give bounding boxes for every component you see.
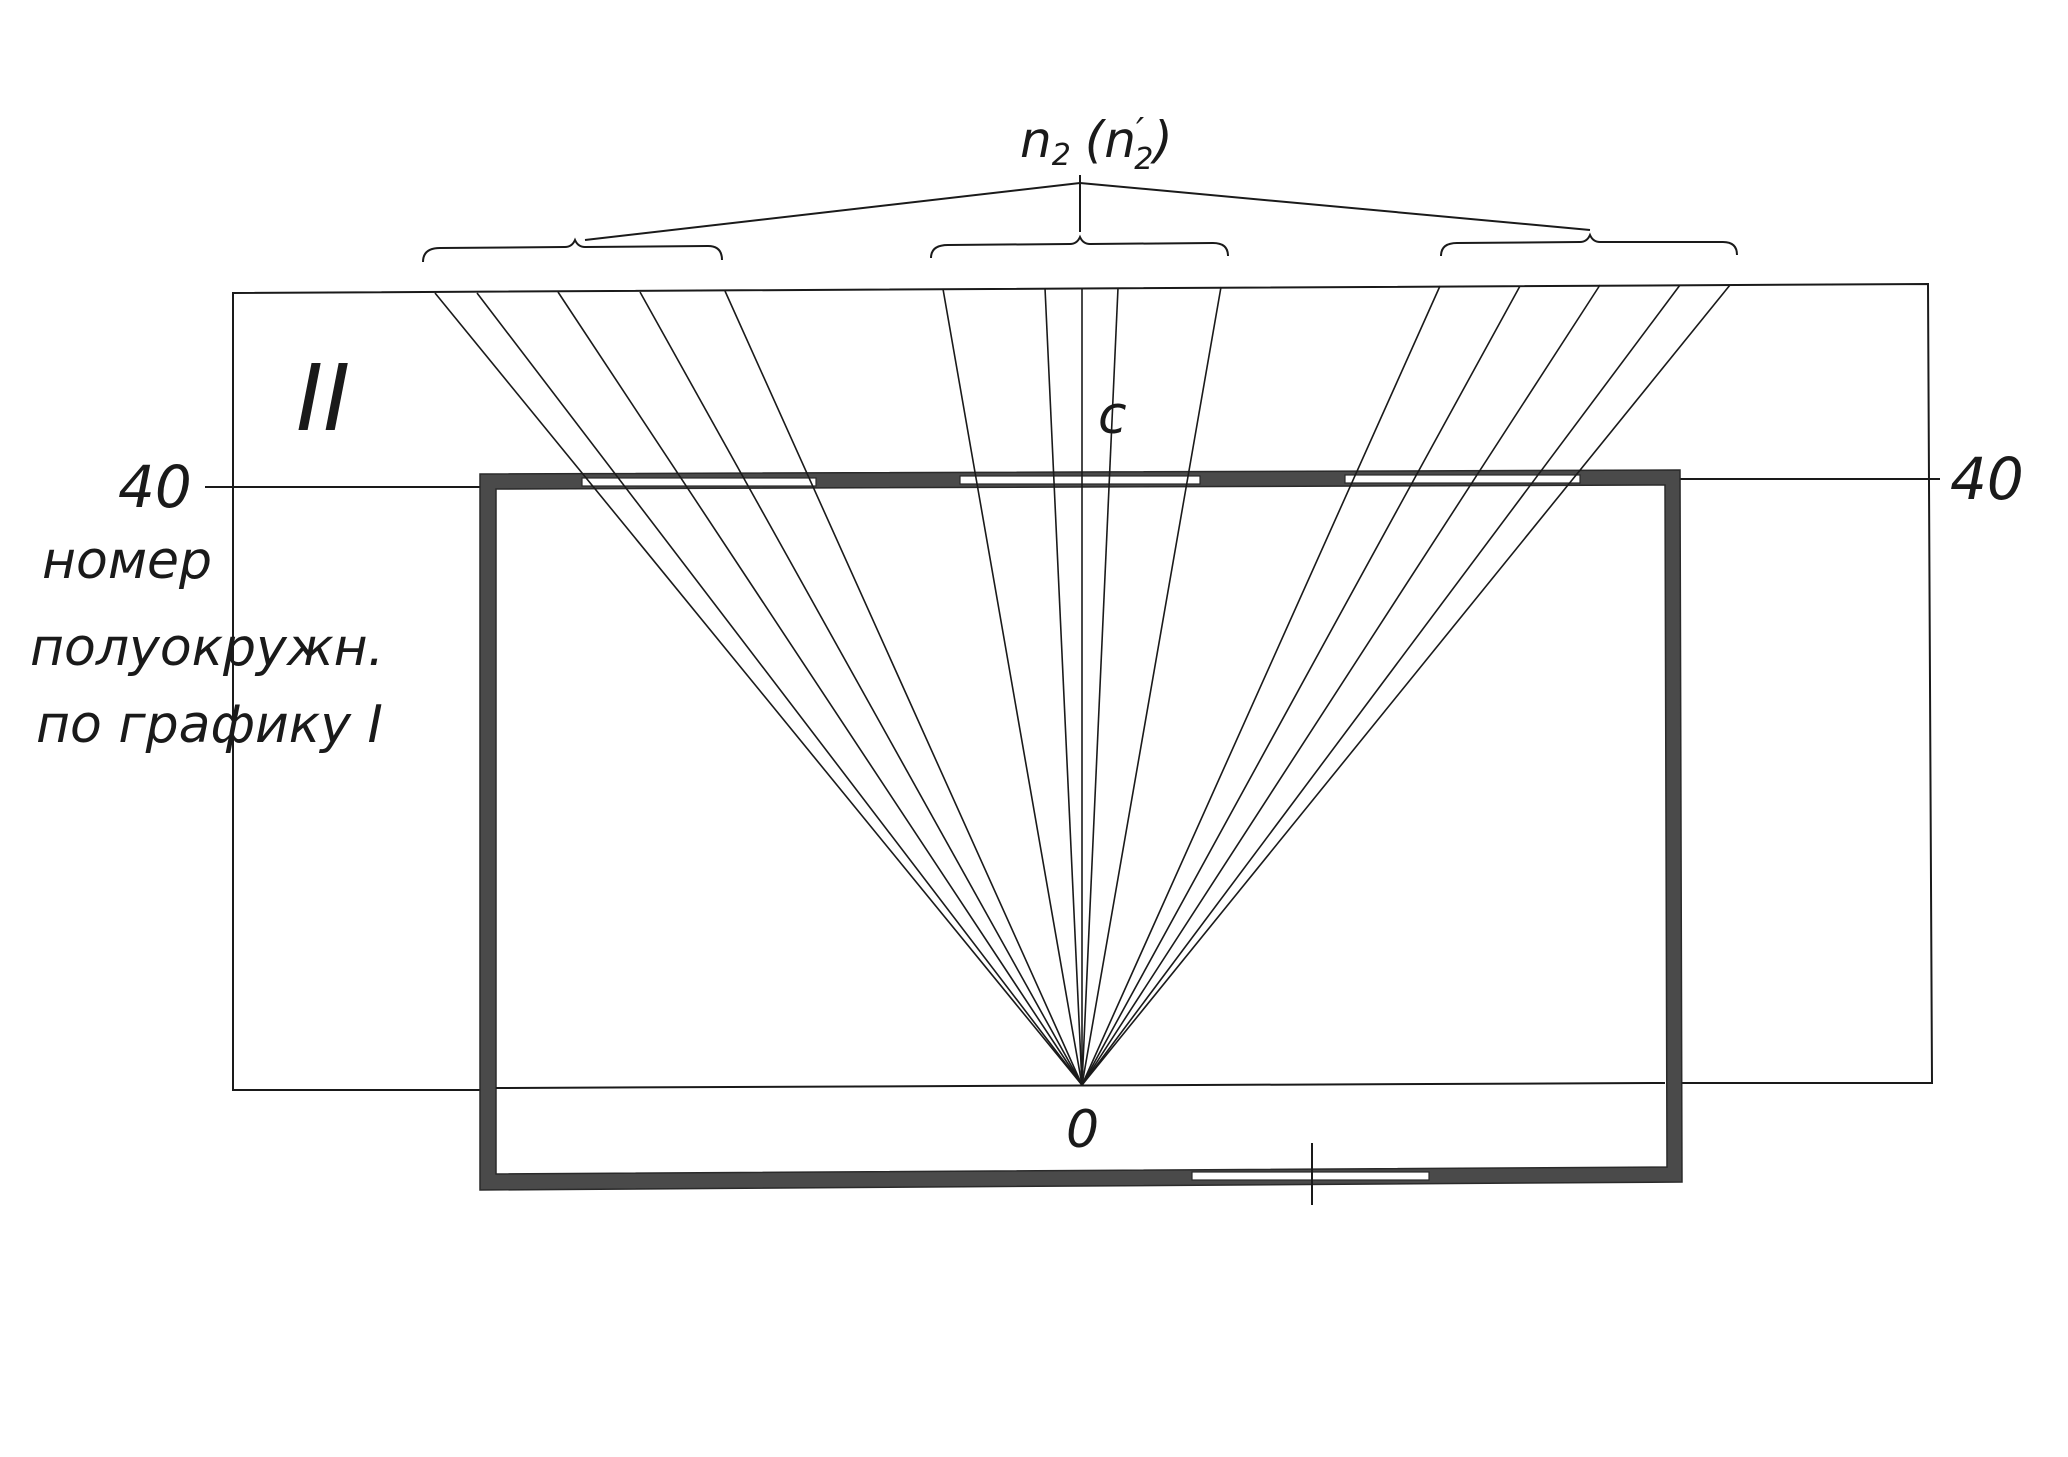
- ray: [1081, 284, 1731, 1086]
- left-level-label: 40: [118, 453, 192, 521]
- center-point-label: c: [1098, 386, 1127, 446]
- window-opening-left: [581, 477, 817, 487]
- ray: [1081, 284, 1681, 1086]
- ray-fan: [434, 284, 1731, 1086]
- right-level-label: 40: [1950, 445, 2024, 513]
- ray: [724, 290, 1083, 1086]
- graph-frame: [232, 282, 1934, 1091]
- origin-baseline: [495, 1082, 1666, 1089]
- ray: [476, 292, 1083, 1086]
- brace-left: [422, 237, 723, 263]
- ray: [1081, 285, 1441, 1086]
- note-line-2: полуокружн.: [30, 618, 384, 678]
- ray: [1081, 286, 1222, 1086]
- group-braces: [422, 232, 1738, 263]
- ray: [1081, 284, 1601, 1086]
- origin-point-label: 0: [1066, 1100, 1099, 1160]
- room-plan: [479, 469, 1683, 1205]
- leader-right: [1079, 182, 1591, 231]
- ray: [639, 291, 1083, 1086]
- note-line-3: по графику I: [36, 695, 383, 755]
- ray: [434, 292, 1083, 1086]
- label-leaders: [584, 175, 1591, 241]
- ray: [1044, 287, 1083, 1086]
- brace-center: [930, 234, 1229, 259]
- graph-number-label: II: [296, 345, 350, 452]
- room-walls: [479, 469, 1683, 1191]
- note-line-1: номер: [42, 531, 212, 591]
- ray: [942, 288, 1083, 1086]
- ray: [557, 291, 1083, 1086]
- leader-left: [584, 182, 1081, 241]
- ray: [1081, 285, 1521, 1086]
- ray: [1081, 287, 1119, 1086]
- brace-right: [1440, 232, 1738, 257]
- top-label: n2(n′2): [1020, 111, 1173, 177]
- window-opening-right: [1344, 474, 1581, 484]
- window-opening-bottom: [1191, 1171, 1430, 1181]
- window-opening-center: [959, 475, 1201, 485]
